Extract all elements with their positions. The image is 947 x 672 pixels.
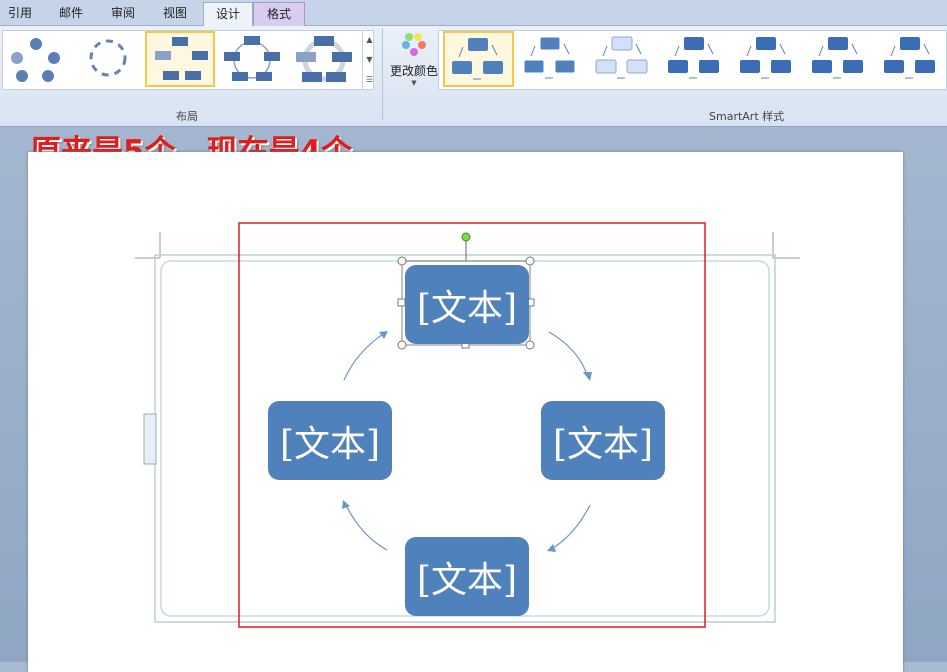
change-colors-label: 更改颜色 (389, 64, 438, 78)
layout-block-cycle-selected[interactable] (145, 31, 215, 87)
tab-mailings[interactable]: 邮件 (58, 6, 83, 20)
diagram-node-bottom[interactable]: [文本] (405, 537, 529, 616)
divider (382, 28, 383, 120)
smartart-style-4[interactable] (661, 32, 725, 84)
smartart-style-1[interactable] (443, 31, 514, 87)
change-colors-button[interactable]: 更改颜色 ▼ (388, 30, 440, 96)
tab-review[interactable]: 审阅 (110, 6, 135, 20)
layout-segmented-cycle[interactable] (76, 32, 140, 84)
smartart-style-7[interactable] (877, 32, 941, 84)
gallery-more-icon[interactable]: ☰ (365, 75, 374, 84)
scroll-up-icon[interactable]: ▲ (366, 35, 373, 44)
ribbon-tab-bar: 引用 邮件 审阅 视图 设计 格式 (0, 0, 947, 27)
tab-design[interactable]: 设计 (203, 2, 253, 27)
ribbon: ▲ ▼ ☰ 布局 更改颜色 ▼ SmartArt 样式 (0, 26, 947, 127)
styles-group-label: SmartArt 样式 (709, 110, 785, 123)
layout-basic-cycle[interactable] (4, 32, 68, 84)
tab-view[interactable]: 视图 (162, 6, 187, 20)
dropdown-arrow-icon: ▼ (411, 79, 417, 87)
layout-cycle-3[interactable] (292, 32, 356, 84)
layout-cycle-2[interactable] (220, 32, 284, 84)
smartart-style-3[interactable] (589, 32, 653, 84)
diagram-node-right[interactable]: [文本] (541, 401, 665, 480)
diagram-node-left[interactable]: [文本] (268, 401, 392, 480)
tab-format[interactable]: 格式 (253, 2, 305, 26)
scroll-down-icon[interactable]: ▼ (366, 55, 373, 64)
tab-references[interactable]: 引用 (7, 6, 32, 20)
smartart-style-5[interactable] (733, 32, 797, 84)
color-palette-icon (402, 33, 426, 56)
smartart-style-6[interactable] (805, 32, 869, 84)
layout-group-label: 布局 (176, 110, 198, 123)
smartart-style-2[interactable] (517, 32, 581, 84)
gallery-scroll[interactable]: ▲ ▼ ☰ (362, 30, 376, 90)
diagram-node-top[interactable]: [文本] (405, 265, 529, 344)
